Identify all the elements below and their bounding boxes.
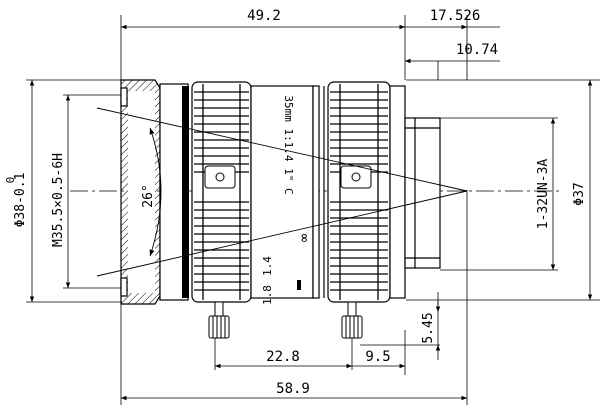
- dim-flange: 10.74: [456, 42, 498, 58]
- aperture-ring: [327, 81, 391, 303]
- lens-aperture-bottom: 1.8: [261, 285, 274, 305]
- thumb-screws: [208, 301, 363, 339]
- focus-ring: [191, 81, 252, 303]
- dim-right-diameter: Φ37: [572, 182, 587, 205]
- dim-angle: 26°: [141, 184, 156, 207]
- index-mark: [297, 280, 301, 290]
- lens-aperture-top: 1.4: [261, 256, 274, 276]
- dim-screw-height: 5.45: [421, 312, 436, 343]
- field-of-view-lines: [96, 107, 468, 277]
- dim-left-tolerance: 0: [4, 177, 17, 184]
- marking-band: [250, 85, 314, 299]
- dim-bottom-screw-span: 22.8: [266, 349, 300, 365]
- dim-bottom-overall: 58.9: [276, 381, 310, 397]
- focus-ring-knurl: [194, 84, 249, 300]
- c-mount: [404, 117, 441, 269]
- aperture-ring-knurl: [330, 84, 388, 300]
- dim-bottom-mount: 9.5: [365, 349, 390, 365]
- dim-left-thread: M35.5×0.5-6H: [51, 153, 66, 247]
- lens-focal-spec: 35mm 1:1.4 1" C: [282, 95, 295, 194]
- dim-top-overall: 49.2: [247, 8, 281, 24]
- dim-right-thread: 1-32UN-3A: [536, 159, 551, 230]
- dim-left-diameter: Φ38-0.1: [13, 173, 28, 228]
- dimension-lines: [29, 24, 593, 401]
- dim-top-right: 17.526: [430, 8, 481, 24]
- lens-body: [120, 79, 441, 305]
- rear-body: [389, 85, 406, 299]
- lens-infinity-mark: ∞: [296, 234, 312, 243]
- lock-screw-holes: [204, 165, 372, 189]
